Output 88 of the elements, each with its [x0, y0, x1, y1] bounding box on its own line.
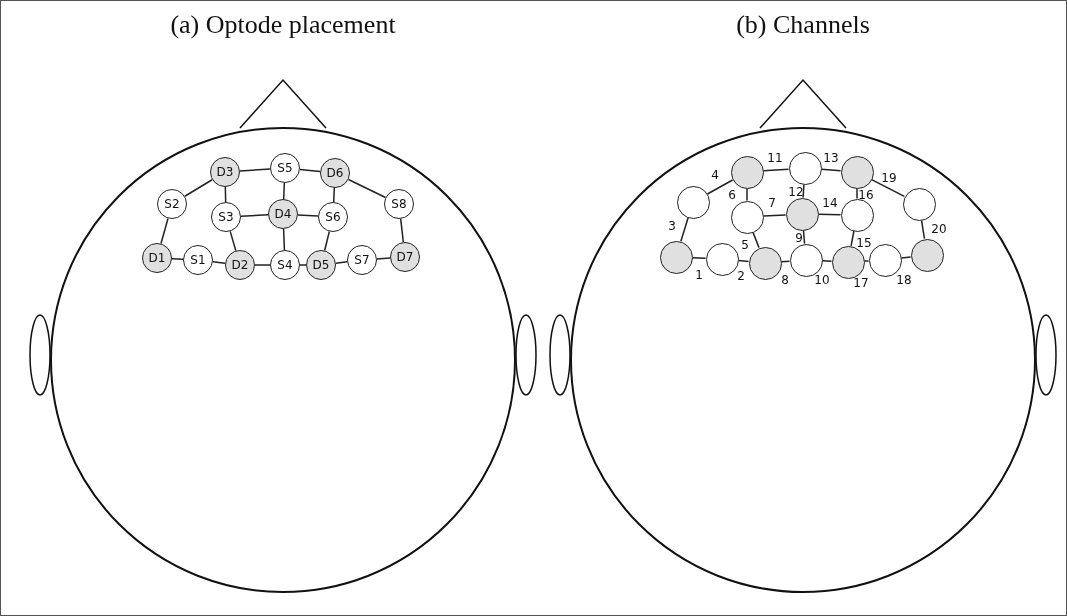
- optode-circle: S2: [157, 189, 187, 219]
- channel-number: 3: [668, 220, 676, 232]
- channel-number: 9: [795, 232, 803, 244]
- optode-circle: D5: [306, 250, 336, 280]
- channel-circle: [748, 246, 782, 280]
- connector-line: [802, 229, 806, 245]
- connector-line: [332, 187, 336, 203]
- channel-number: 2: [737, 270, 745, 282]
- channel-circle: [659, 240, 693, 274]
- optode-circle: D7: [390, 242, 420, 272]
- connector-line: [399, 218, 405, 243]
- channel-circle: [788, 151, 822, 185]
- optode-circle: S5: [270, 153, 300, 183]
- optode-circle: S8: [384, 189, 414, 219]
- channel-number: 1: [695, 269, 703, 281]
- connector-line: [762, 168, 790, 172]
- optode-circle: D1: [142, 243, 172, 273]
- optode-circle: S6: [318, 202, 348, 232]
- channel-circle: [902, 187, 936, 221]
- connector-line: [850, 230, 855, 247]
- channel-number: 16: [858, 189, 874, 201]
- connector-line: [297, 214, 319, 217]
- connector-line: [376, 257, 391, 260]
- channel-number: 18: [896, 274, 912, 286]
- channel-number: 11: [767, 152, 783, 164]
- channel-circle: [676, 185, 710, 219]
- connector-line: [752, 231, 760, 249]
- panel-title: (a) Optode placement: [169, 10, 397, 40]
- connector-line: [239, 168, 271, 172]
- connector-line: [323, 230, 331, 252]
- panel-title: (b) Channels: [735, 10, 871, 40]
- connector-line: [817, 213, 842, 216]
- optode-circle: S1: [183, 245, 213, 275]
- channel-number: 13: [823, 152, 839, 164]
- connector-line: [920, 219, 926, 240]
- channel-number: 12: [788, 186, 804, 198]
- optode-circle: D6: [320, 158, 350, 188]
- channel-number: 15: [856, 237, 872, 249]
- connector-line: [762, 214, 787, 217]
- connector-line: [821, 260, 833, 262]
- channel-number: 7: [768, 197, 776, 209]
- connector-line: [900, 256, 912, 259]
- connector-line: [820, 168, 842, 172]
- connector-line: [254, 264, 271, 266]
- channel-number: 17: [853, 277, 869, 289]
- connector-line: [870, 178, 906, 198]
- connector-line: [171, 258, 184, 260]
- connector-line: [184, 179, 213, 197]
- optode-circle: S4: [270, 250, 300, 280]
- channel-number: 14: [822, 197, 838, 209]
- channel-circle: [789, 243, 823, 277]
- connector-line: [299, 264, 307, 266]
- channel-number: 8: [781, 274, 789, 286]
- connector-line: [680, 217, 689, 242]
- connector-line: [856, 187, 858, 200]
- channel-number: 20: [931, 223, 947, 235]
- connector-line: [212, 261, 226, 264]
- channel-number: 10: [814, 274, 830, 286]
- channel-circle: [730, 155, 764, 189]
- connector-line: [335, 261, 348, 264]
- connector-line: [240, 214, 269, 217]
- channel-circle: [910, 238, 944, 272]
- connector-line: [746, 187, 748, 202]
- channel-circle: [840, 155, 874, 189]
- channel-number: 5: [741, 239, 749, 251]
- optode-circle: D2: [225, 250, 255, 280]
- connector-line: [347, 178, 387, 199]
- connector-line: [706, 179, 734, 195]
- connector-line: [282, 182, 286, 200]
- connector-line: [282, 228, 286, 251]
- channel-number: 4: [711, 169, 719, 181]
- optode-circle: S3: [211, 202, 241, 232]
- connector-line: [863, 260, 870, 262]
- channel-number: 19: [881, 172, 897, 184]
- connector-line: [691, 256, 707, 260]
- optode-circle: D3: [210, 157, 240, 187]
- channel-circle: [831, 245, 865, 279]
- connector-line: [299, 168, 321, 173]
- connector-line: [229, 230, 237, 252]
- optode-circle: S7: [347, 245, 377, 275]
- channel-circle: [730, 200, 764, 234]
- channel-number: 6: [728, 189, 736, 201]
- channel-circle: [785, 197, 819, 231]
- connector-line: [160, 217, 169, 245]
- channel-circle: [705, 242, 739, 276]
- connector-line: [737, 259, 750, 263]
- channel-circle: [840, 198, 874, 232]
- optode-circle: D4: [268, 199, 298, 229]
